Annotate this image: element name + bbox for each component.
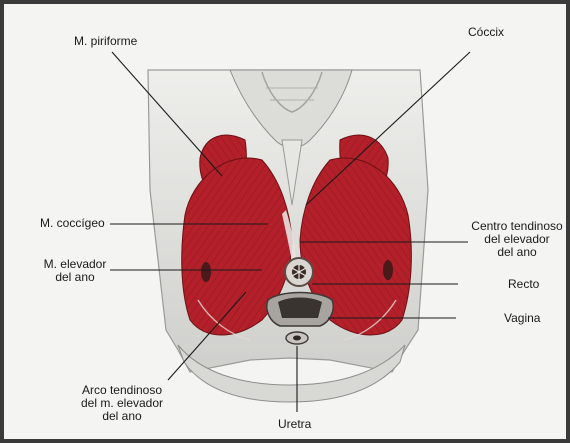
- label-coccix: Cóccix: [468, 26, 504, 39]
- label-piriforme: M. piriforme: [74, 35, 137, 48]
- label-elevador-ano: M. elevador del ano: [40, 258, 110, 284]
- label-arco-tendinoso: Arco tendinoso del m. elevador del ano: [70, 384, 174, 423]
- label-recto: Recto: [508, 278, 539, 291]
- label-centro-line3: del ano: [470, 246, 564, 259]
- foramen-left: [201, 262, 211, 282]
- label-uretra: Uretra: [278, 418, 311, 431]
- foramen-right: [383, 260, 393, 280]
- label-arco-line3: del ano: [70, 410, 174, 423]
- label-centro-tendinoso: Centro tendinoso del elevador del ano: [470, 220, 564, 259]
- label-coccigeo: M. coccígeo: [40, 217, 105, 230]
- urethra-opening: [293, 336, 301, 341]
- label-vagina: Vagina: [504, 312, 540, 325]
- label-elevador-line2: del ano: [40, 271, 110, 284]
- vagina: [267, 293, 334, 327]
- rectum: [285, 258, 313, 286]
